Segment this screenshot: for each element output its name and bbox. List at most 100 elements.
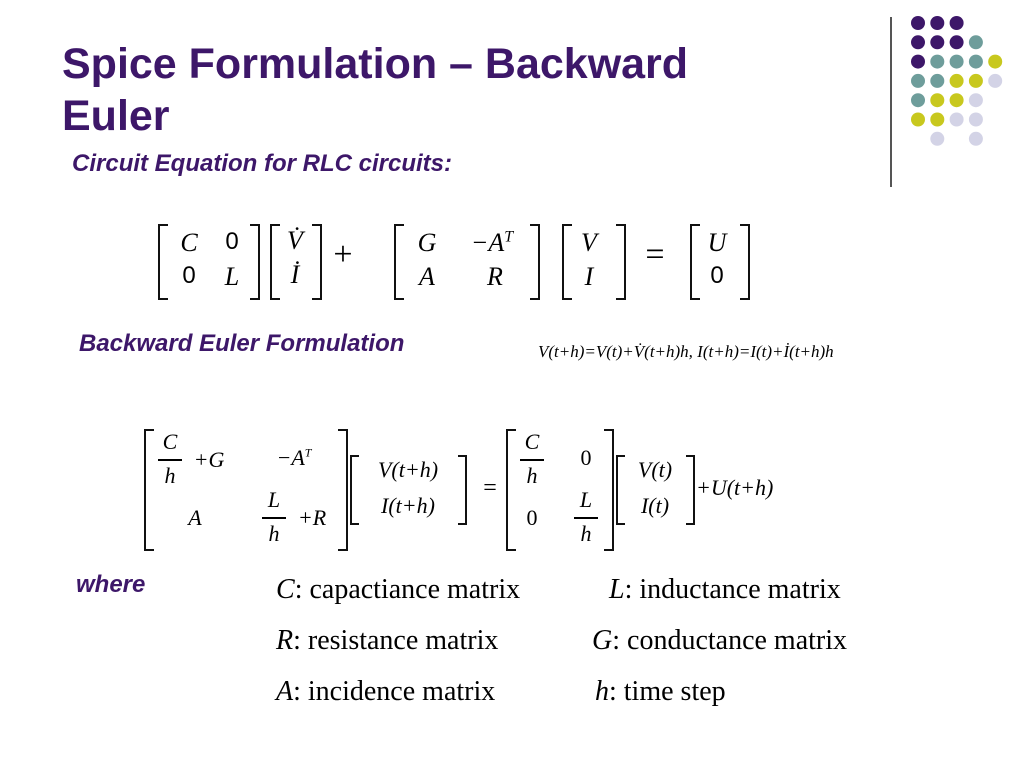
decorative-dot [911,93,925,108]
definition-text: : inductance matrix [624,574,841,605]
m2-g: G [417,228,437,257]
title-line-2: Euler [62,92,170,140]
decorative-dot [968,35,983,50]
decorative-dot [911,73,925,88]
decorative-dot [911,54,925,69]
m1-zero-a: 0 [225,228,239,255]
definition-text: : time step [609,676,726,707]
c-over-h-den: h [164,463,176,488]
bracket-left [616,455,625,525]
i: I [584,262,594,291]
where-label: where [76,571,146,598]
v-t: V(t) [637,457,673,482]
v-dot: V̇ [287,226,303,255]
l-over-h-den: h [580,521,592,546]
definition-h: h: time step [595,676,726,708]
decorative-dot [911,35,925,50]
neg-a: −A [276,445,305,470]
circuit-equation-heading: Circuit Equation for RLC circuits: [72,150,453,177]
bracket-left [394,224,404,300]
vertical-divider [890,17,892,187]
definition-text: : resistance matrix [293,625,499,656]
definition-text: : incidence matrix [293,676,496,707]
bracket-left [270,224,280,300]
decorative-dot [968,54,983,69]
superscript-t: T [304,445,312,460]
c-over-h-num: C [162,429,178,454]
decorative-dot [930,112,945,127]
fraction-bar [520,459,544,461]
superscript-t: T [504,228,514,246]
decorative-dot [930,16,945,30]
m1-c: C [180,228,198,257]
decorative-dot-grid [911,16,1003,146]
i-t: I(t) [640,493,670,518]
definition-a: A: incidence matrix [276,676,495,708]
c-over-h-den: h [526,463,538,488]
slide-title: Spice Formulation – Backward Euler [62,38,822,142]
decorative-dot [911,16,925,30]
equals-sign: = [483,475,497,501]
decorative-dot [968,73,983,88]
bracket-right [686,455,695,525]
backward-euler-heading: Backward Euler Formulation [79,330,405,357]
bracket-right [250,224,260,300]
definition-symbol: G [592,625,613,656]
definition-symbol: C [276,574,295,605]
equals-sign: = [645,236,665,273]
plus-sign: + [333,236,353,273]
fraction-bar [262,517,286,519]
fraction-bar [574,517,598,519]
bracket-left [506,429,516,551]
decorative-dot [949,73,964,88]
bracket-right [312,224,322,300]
neg-at: −AT [264,445,324,471]
definition-text: : capactiance matrix [294,574,521,605]
m2-r: R [487,262,503,291]
c-over-h-num: C [524,429,540,454]
decorative-dot [968,93,983,108]
bracket-right [616,224,626,300]
neg-a: −A [470,228,505,257]
definition-symbol: L [609,574,625,605]
decorative-dot [968,131,983,146]
decorative-dot [930,73,945,88]
bracket-right [458,455,467,525]
rhs-zero: 0 [710,262,724,289]
decorative-dot [988,73,1003,88]
l-over-h-num: L [267,487,281,512]
backward-euler-system: C h +G −AT A L h +R V(t+h) I(t+h) = C h … [140,425,840,555]
definition-l: L: inductance matrix [609,574,841,606]
rhs-u: U [707,228,727,257]
l-over-h-num: L [579,487,593,512]
definition-g: G: conductance matrix [592,625,847,657]
decorative-dot [930,93,945,108]
decorative-dot [949,112,964,127]
i-dot: İ [290,260,300,289]
decorative-dot [949,54,964,69]
decorative-dot [949,16,964,30]
decorative-dot [968,112,983,127]
plus-r: +R [297,505,327,530]
i-t-plus-h: I(t+h) [381,493,435,518]
bracket-left [562,224,572,300]
definition-c: C: capactiance matrix [276,574,520,606]
v: V [581,228,597,257]
zero-bottom: 0 [526,505,538,530]
decorative-dot [988,54,1003,69]
m1-l: L [224,262,240,291]
m2-neg-at: −AT [462,228,522,258]
m2-a: A [419,262,435,291]
definition-symbol: A [276,676,294,707]
decorative-dot [930,54,945,69]
bracket-left [350,455,359,525]
bracket-left [690,224,700,300]
definition-r: R: resistance matrix [276,625,498,657]
bracket-left [158,224,168,300]
decorative-dot [949,35,964,50]
backward-euler-update: V(t+h)=V(t)+V̇(t+h)h, I(t+h)=I(t)+İ(t+h)… [538,342,834,361]
decorative-dot [930,35,945,50]
decorative-dot [911,112,925,127]
title-line-1: Spice Formulation – Backward [62,40,689,88]
decorative-dot [930,131,945,146]
